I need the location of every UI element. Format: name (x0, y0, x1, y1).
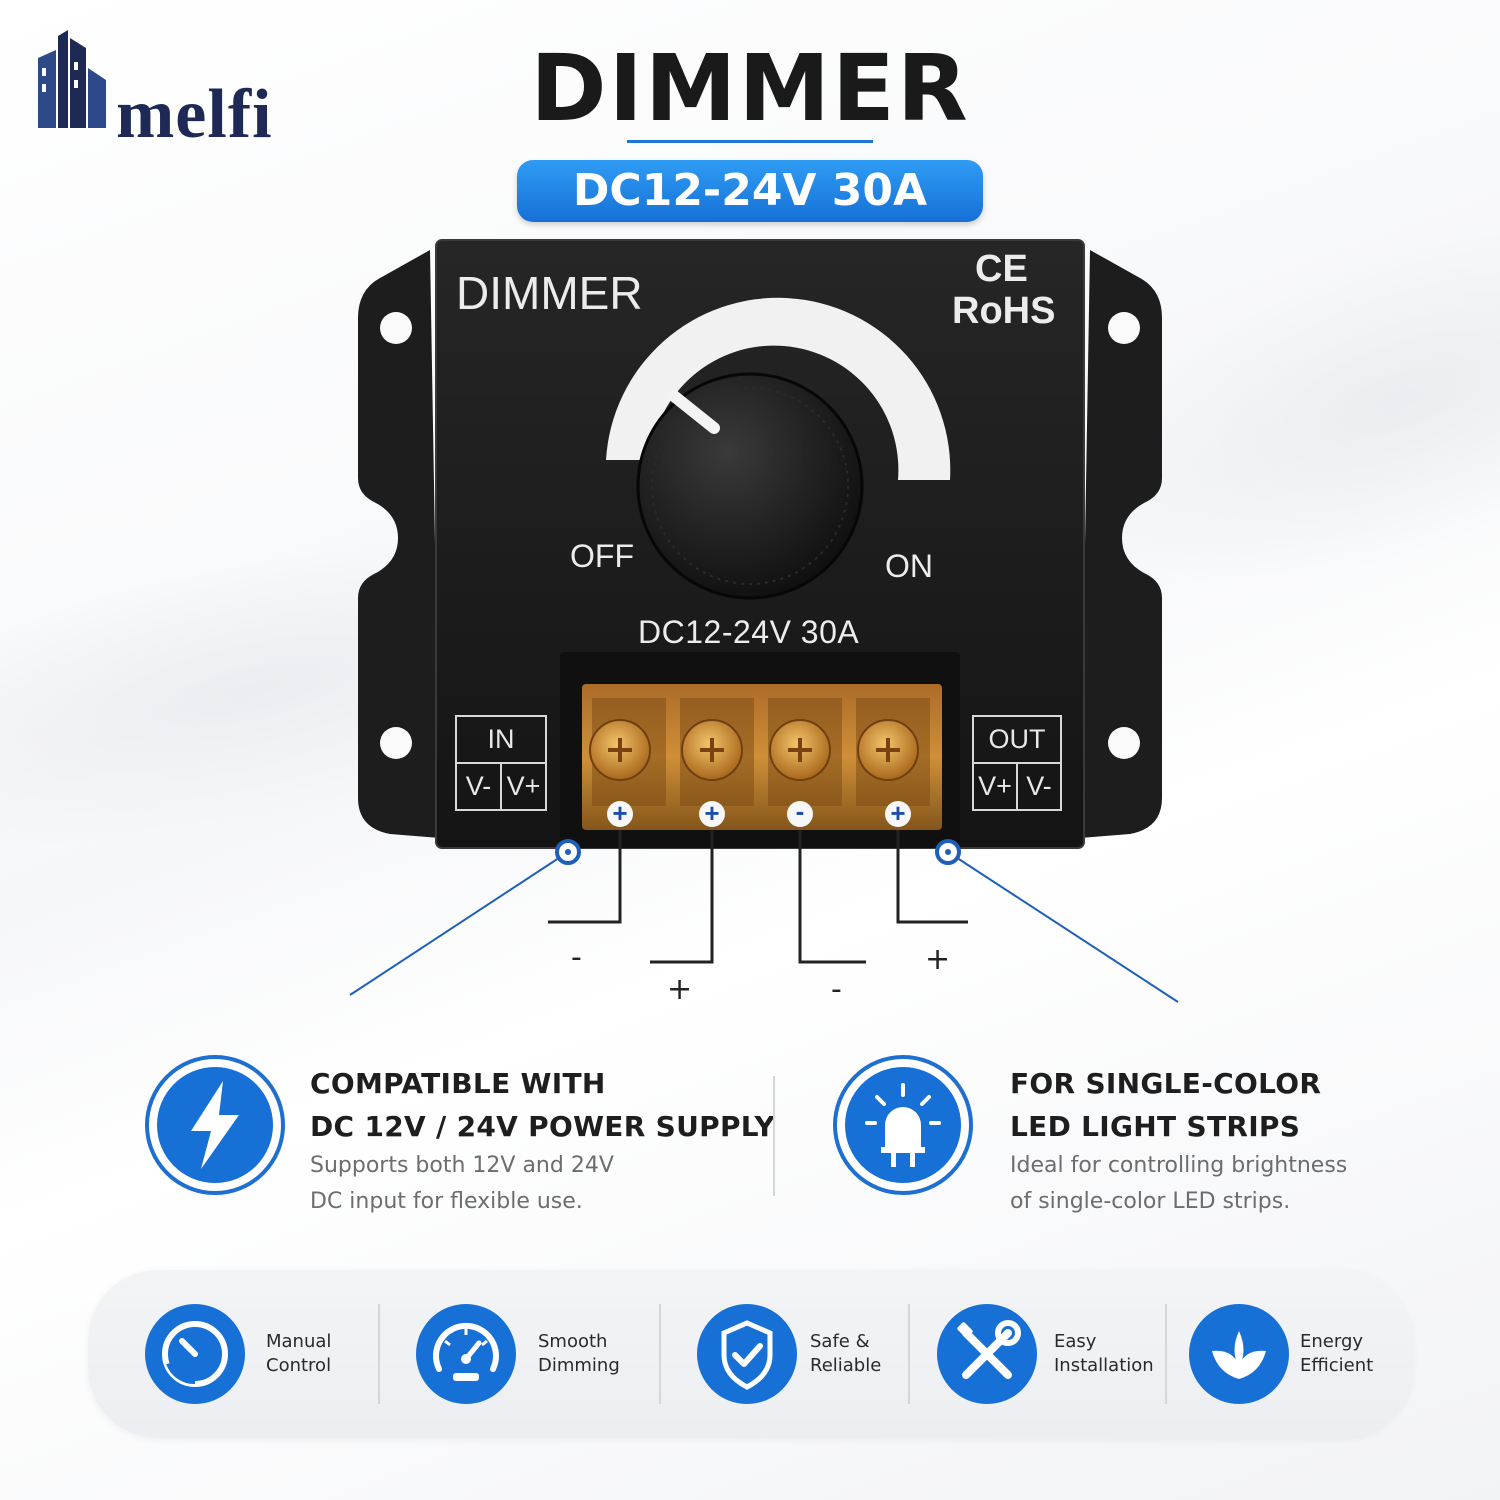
feature-title-line: DC 12V / 24V POWER SUPPLY (310, 1110, 776, 1143)
feature-title: FOR SINGLE-COLOR LED LIGHT STRIPS (1010, 1062, 1321, 1148)
on-label: ON (885, 548, 933, 584)
feature-title-line: LED LIGHT STRIPS (1010, 1110, 1301, 1143)
ce-mark: CE (975, 248, 1028, 290)
benefit-divider (1165, 1304, 1167, 1404)
device-rating: DC12-24V 30A (638, 614, 860, 650)
feature-title: COMPATIBLE WITH DC 12V / 24V POWER SUPPL… (310, 1062, 775, 1148)
gauge-icon (145, 1304, 245, 1404)
terminal-screws (589, 698, 930, 806)
brand-logo: melfi (28, 28, 288, 150)
logo-wordmark: melfi (116, 76, 273, 153)
benefit-label-line: Reliable (810, 1355, 882, 1376)
polarity-label: + (925, 942, 951, 977)
device-panel-title: DIMMER (456, 267, 643, 319)
terminal-symbol: + (890, 798, 906, 828)
feature-divider (773, 1076, 775, 1196)
tools-icon (937, 1304, 1037, 1404)
output-terminal-label: OUT V+ V- (972, 715, 1062, 811)
polarity-label: - (831, 972, 842, 1007)
polarity-label: + (667, 972, 693, 1007)
terminal-symbol: + (704, 798, 720, 828)
benefit-label: Energy Efficient (1300, 1330, 1373, 1378)
leaf-icon (1189, 1304, 1289, 1404)
output-negative-label: V- (1026, 771, 1052, 801)
benefit-label: Smooth Dimming (538, 1330, 620, 1378)
polarity-label: - (571, 940, 582, 975)
feature-title-line: COMPATIBLE WITH (310, 1067, 606, 1100)
feature-description: Ideal for controlling brightness of sing… (1010, 1148, 1347, 1220)
benefit-label: Manual Control (266, 1330, 331, 1378)
spec-badge: DC12-24V 30A (517, 160, 983, 222)
title-underline (627, 140, 873, 143)
benefit-label-line: Manual (266, 1331, 332, 1352)
dimmer-device: DIMMER CE RoHS OFF ON DC12-24V 30A + + -… (350, 238, 1170, 850)
lightning-bolt-icon (145, 1055, 285, 1195)
device-body (358, 239, 1162, 849)
benefits-bar: Manual Control Smooth Dimming (88, 1270, 1412, 1438)
benefit-label-line: Easy (1054, 1331, 1097, 1352)
input-positive-label: V+ (506, 771, 541, 801)
feature-description-line: of single-color LED strips. (1010, 1189, 1291, 1214)
feature-title-line: FOR SINGLE-COLOR (1010, 1067, 1322, 1100)
benefit-divider (378, 1304, 380, 1404)
terminal-symbol: + (612, 798, 628, 828)
shield-check-icon (697, 1304, 797, 1404)
feature-description: Supports both 12V and 24V DC input for f… (310, 1148, 614, 1220)
benefit-label-line: Safe & (810, 1331, 870, 1352)
benefit-label-line: Smooth (538, 1331, 608, 1352)
benefit-divider (659, 1304, 661, 1404)
rohs-mark: RoHS (952, 290, 1056, 332)
benefit-label-line: Efficient (1300, 1355, 1374, 1376)
output-label: OUT (974, 717, 1060, 764)
output-positive-label: V+ (974, 764, 1018, 809)
off-label: OFF (570, 538, 634, 574)
benefit-divider (908, 1304, 910, 1404)
feature-description-line: Ideal for controlling brightness (1010, 1153, 1348, 1178)
building-logo-icon (38, 30, 106, 128)
terminal-symbol: - (795, 796, 805, 826)
page-title: DIMMER (530, 35, 970, 142)
feature-description-line: DC input for flexible use. (310, 1189, 583, 1214)
feature-description-line: Supports both 12V and 24V (310, 1153, 614, 1178)
input-negative-label: V- (457, 764, 502, 809)
benefit-label-line: Energy (1300, 1331, 1364, 1352)
speedometer-icon (416, 1304, 516, 1404)
input-label: IN (457, 717, 545, 764)
benefit-label-line: Installation (1054, 1355, 1154, 1376)
led-bulb-icon (833, 1055, 973, 1195)
benefit-label: Easy Installation (1054, 1330, 1154, 1378)
benefit-label-line: Control (266, 1355, 332, 1376)
benefit-label-line: Dimming (538, 1355, 620, 1376)
benefit-label: Safe & Reliable (810, 1330, 881, 1378)
input-terminal-label: IN V-V+ (455, 715, 547, 811)
